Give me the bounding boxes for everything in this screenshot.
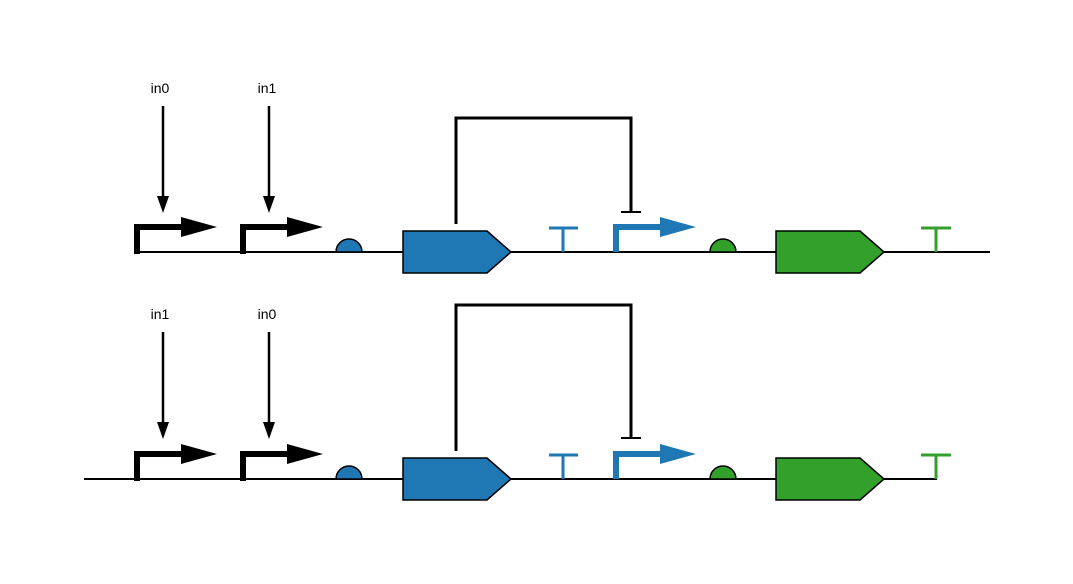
promoter-icon (240, 217, 323, 254)
input-arrow (263, 106, 275, 213)
rbs-icon (335, 465, 363, 480)
input-label: in0 (258, 306, 277, 322)
rbs-icon (709, 465, 737, 480)
terminator-icon (921, 453, 951, 479)
promoter-icon (240, 444, 323, 481)
repression-line (454, 116, 633, 224)
promoter-icon (134, 217, 217, 254)
cds-reporter-icon (775, 457, 886, 501)
terminator-icon (549, 453, 578, 479)
input-arrow (157, 106, 169, 213)
promoter-icon (134, 444, 217, 481)
repression-line (454, 303, 633, 451)
cds-repressor-icon (402, 457, 513, 501)
cds-repressor-icon (402, 230, 513, 274)
terminator-icon (921, 226, 951, 252)
input-label: in1 (151, 306, 170, 322)
repressible-promoter-icon (613, 444, 696, 479)
rbs-icon (335, 238, 363, 253)
construct-1: in0 in1 (134, 80, 990, 274)
input-label: in1 (258, 80, 277, 96)
input-arrow (157, 332, 169, 439)
terminator-icon (549, 226, 578, 252)
repressible-promoter-icon (613, 217, 696, 252)
input-arrow (263, 332, 275, 439)
cds-reporter-icon (775, 230, 886, 274)
construct-2: in1 in0 (84, 303, 951, 501)
input-label: in0 (151, 80, 170, 96)
rbs-icon (709, 238, 737, 253)
